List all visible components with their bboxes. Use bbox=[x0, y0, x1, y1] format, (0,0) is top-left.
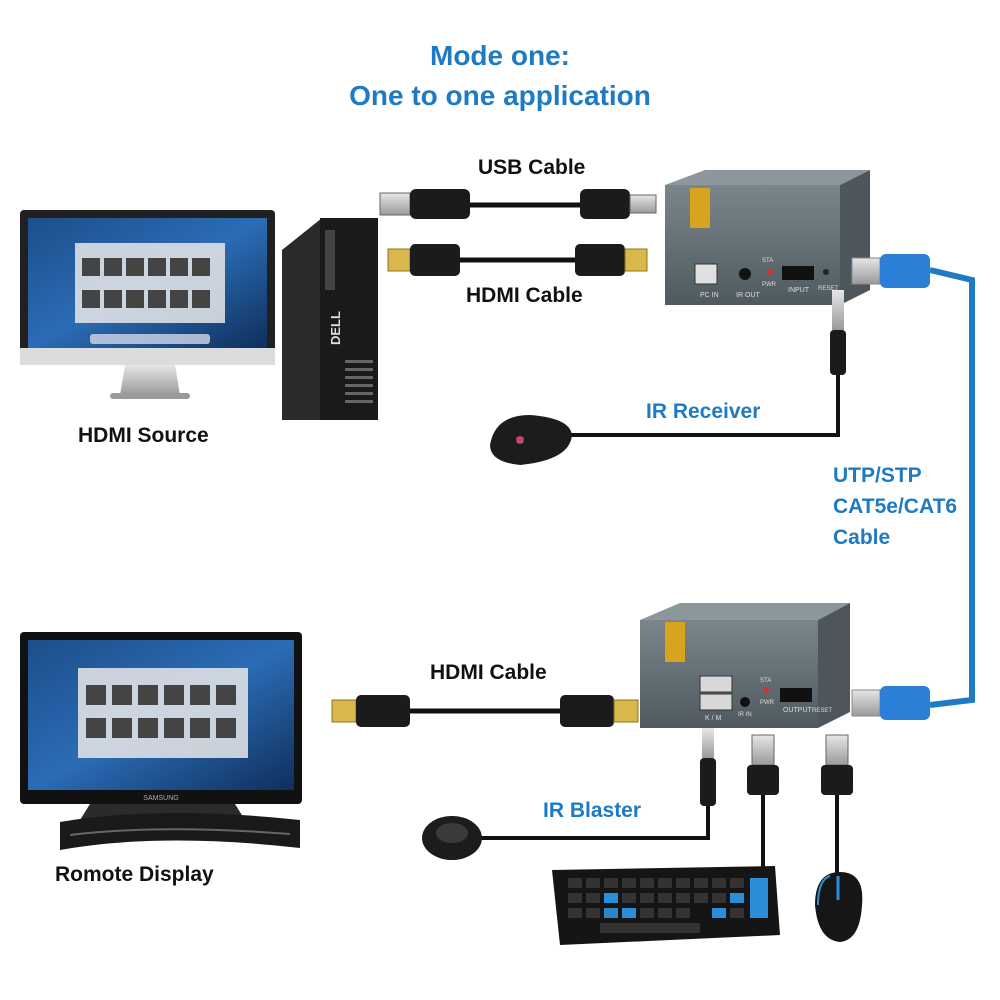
tx-port-sta: STA bbox=[762, 258, 773, 264]
rx-port-output: OUTPUT bbox=[783, 707, 813, 714]
ir-blaster-label: IR Blaster bbox=[543, 799, 642, 822]
rx-port-km: K / M bbox=[705, 715, 722, 722]
hdmi-cable-bottom-label: HDMI Cable bbox=[430, 661, 547, 684]
usb-cable bbox=[379, 189, 657, 219]
transmitter-box: PC IN IR OUT PWR STA INPUT RESET bbox=[665, 170, 870, 305]
ir-receiver-label: IR Receiver bbox=[646, 400, 761, 423]
receiver-box: K / M IR IN PWR STA OUTPUT RESET bbox=[640, 603, 850, 728]
hdmi-cable-top bbox=[387, 244, 648, 276]
tx-port-pwr: PWR bbox=[762, 282, 777, 288]
display-brand-text: SAMSUNG bbox=[143, 795, 178, 802]
title-line-1: Mode one: bbox=[430, 40, 570, 71]
source-monitor bbox=[20, 210, 275, 399]
remote-display: SAMSUNG bbox=[20, 632, 302, 850]
tx-port-reset: RESET bbox=[818, 286, 838, 292]
tx-port-pc-in: PC IN bbox=[700, 292, 719, 299]
pc-tower: DELL bbox=[282, 218, 378, 420]
utp-cable-label-line-1: UTP/STP bbox=[833, 464, 922, 487]
rx-port-ir-in: IR IN bbox=[738, 712, 752, 718]
ir-receiver bbox=[490, 290, 846, 465]
utp-cable-label-line-3: Cable bbox=[833, 526, 891, 549]
usb-cable-label: USB Cable bbox=[478, 156, 586, 179]
hdmi-cable-top-label: HDMI Cable bbox=[466, 284, 583, 307]
ir-blaster bbox=[422, 728, 716, 860]
rx-port-sta: STA bbox=[760, 678, 771, 684]
rx-port-reset: RESET bbox=[812, 708, 832, 714]
pc-brand-text: DELL bbox=[328, 311, 343, 345]
utp-cable-label-line-2: CAT5e/CAT6 bbox=[833, 495, 958, 518]
mouse bbox=[815, 734, 863, 942]
tx-port-ir-out: IR OUT bbox=[736, 292, 760, 299]
remote-display-label: Romote Display bbox=[55, 863, 214, 886]
rx-port-pwr: PWR bbox=[760, 700, 775, 706]
utp-cable bbox=[851, 254, 975, 720]
keyboard bbox=[552, 734, 780, 945]
tx-port-input: INPUT bbox=[788, 287, 810, 294]
hdmi-source-label: HDMI Source bbox=[78, 424, 209, 447]
hdmi-cable-bottom bbox=[331, 695, 639, 727]
title-line-2: One to one application bbox=[349, 80, 651, 111]
